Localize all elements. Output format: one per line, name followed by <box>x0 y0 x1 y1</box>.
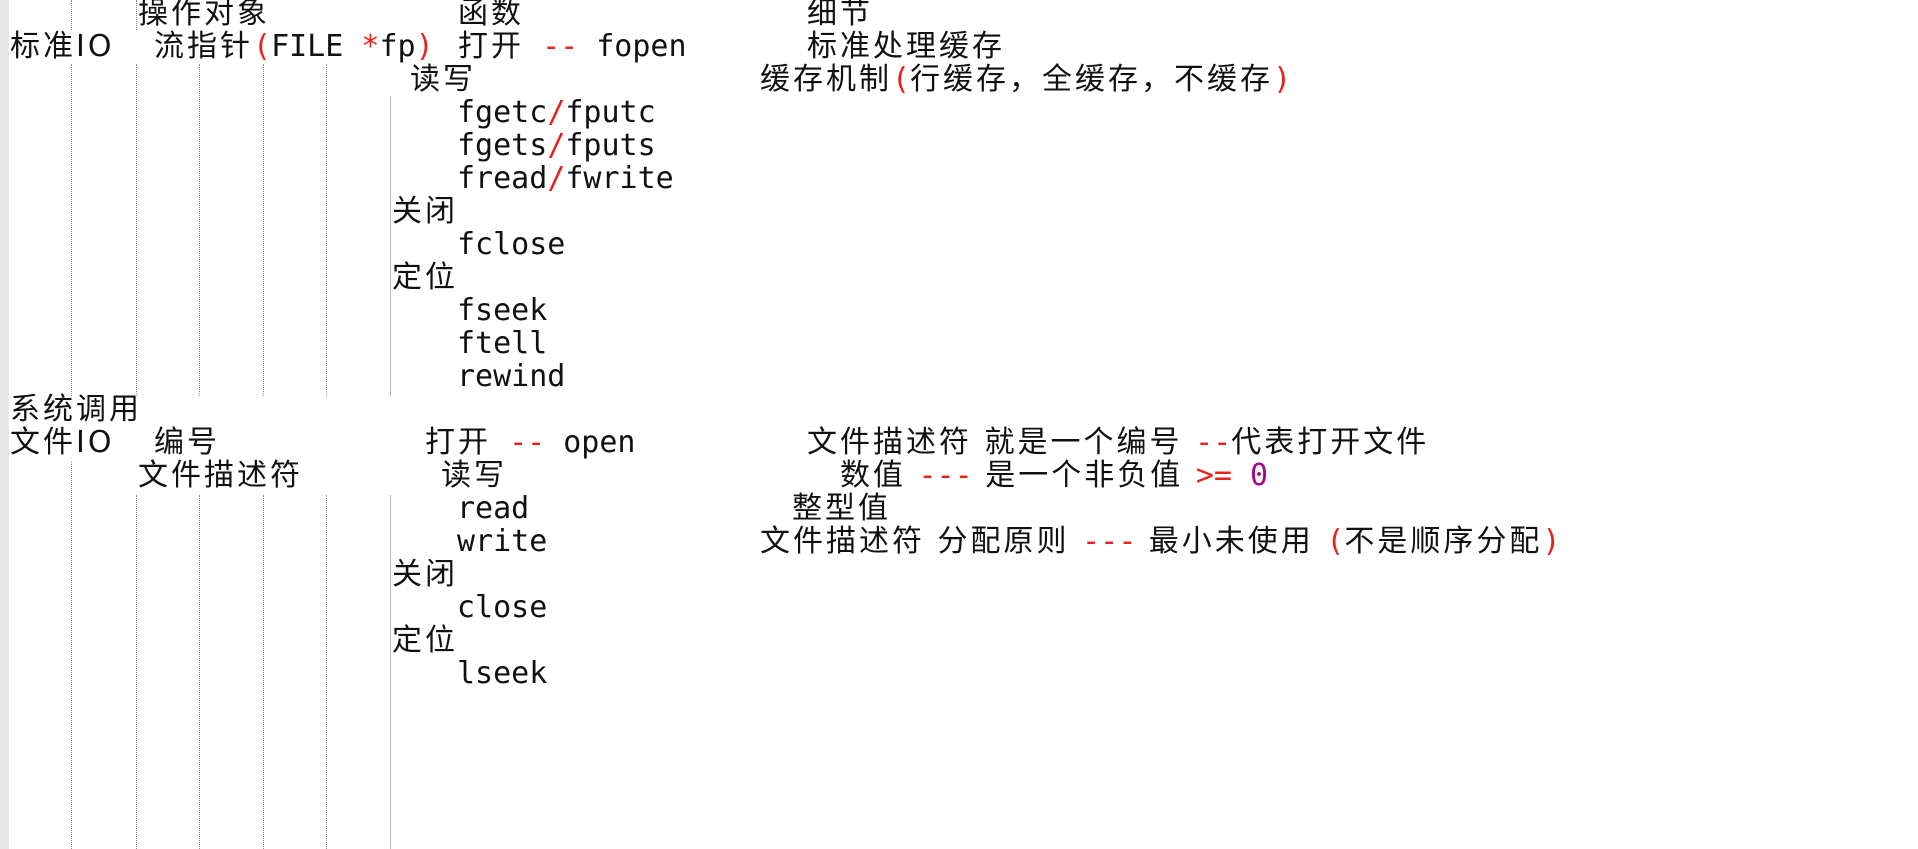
indent-guide <box>326 495 327 849</box>
stdio-seek-func: ftell <box>457 326 548 361</box>
sysio-rw-label: 读写 <box>441 458 507 493</box>
editor-gutter <box>0 0 9 849</box>
sysio-object-1: 编号 <box>154 425 220 460</box>
sysio-close-func: close <box>457 590 548 625</box>
indent-guide <box>136 64 137 396</box>
stdio-seek-func: fseek <box>457 293 548 328</box>
sysio-detail-3: 整型值 <box>792 491 891 526</box>
stdio-seek-func: rewind <box>457 359 566 394</box>
sysio-object-2: 文件描述符 <box>138 458 303 493</box>
indent-guide <box>263 495 264 849</box>
indent-guide <box>199 64 200 396</box>
indent-guide <box>326 64 327 396</box>
indent-guide <box>390 96 391 396</box>
indent-guide <box>136 495 137 849</box>
sysio-label-2: 文件IO <box>10 425 115 460</box>
header-detail: 细节 <box>807 0 873 31</box>
sysio-close-label: 关闭 <box>392 557 458 592</box>
stdio-rw-func: fread/fwrite <box>457 161 674 196</box>
sysio-detail-4: 文件描述符 分配原则 --- 最小未使用 (不是顺序分配) <box>760 524 1561 559</box>
stdio-rw-label: 读写 <box>410 62 476 97</box>
sysio-label-1: 系统调用 <box>10 392 142 427</box>
stdio-seek-label: 定位 <box>392 260 458 295</box>
sysio-seek-func: lseek <box>457 656 548 691</box>
sysio-seek-label: 定位 <box>392 623 458 658</box>
sysio-detail-2: 数值 --- 是一个非负值 >= 0 <box>840 458 1269 493</box>
stdio-detail-2: 缓存机制(行缓存，全缓存，不缓存) <box>760 62 1292 97</box>
stdio-detail-1: 标准处理缓存 <box>807 29 1005 64</box>
stdio-close-func: fclose <box>457 227 566 262</box>
stdio-rw-func: fgetc/fputc <box>457 95 656 130</box>
header-object: 操作对象 <box>138 0 270 31</box>
stdio-open: 打开 -- fopen <box>458 29 687 64</box>
sysio-open: 打开 -- open <box>425 425 636 460</box>
sysio-detail-1: 文件描述符 就是一个编号 --代表打开文件 <box>807 425 1430 460</box>
indent-guide <box>71 64 72 396</box>
sysio-write-func: write <box>457 524 548 559</box>
indent-guide <box>136 0 137 30</box>
stdio-rw-func: fgets/fputs <box>457 128 656 163</box>
indent-guide <box>390 495 391 849</box>
stdio-label: 标准IO <box>10 29 115 64</box>
header-function: 函数 <box>458 0 524 31</box>
indent-guide <box>71 462 72 849</box>
indent-guide <box>199 495 200 849</box>
sysio-read-func: read <box>457 491 530 526</box>
stdio-object: 流指针(FILE *fp) <box>154 29 434 64</box>
indent-guide <box>71 0 72 30</box>
indent-guide <box>263 64 264 396</box>
stdio-close-label: 关闭 <box>392 194 458 229</box>
